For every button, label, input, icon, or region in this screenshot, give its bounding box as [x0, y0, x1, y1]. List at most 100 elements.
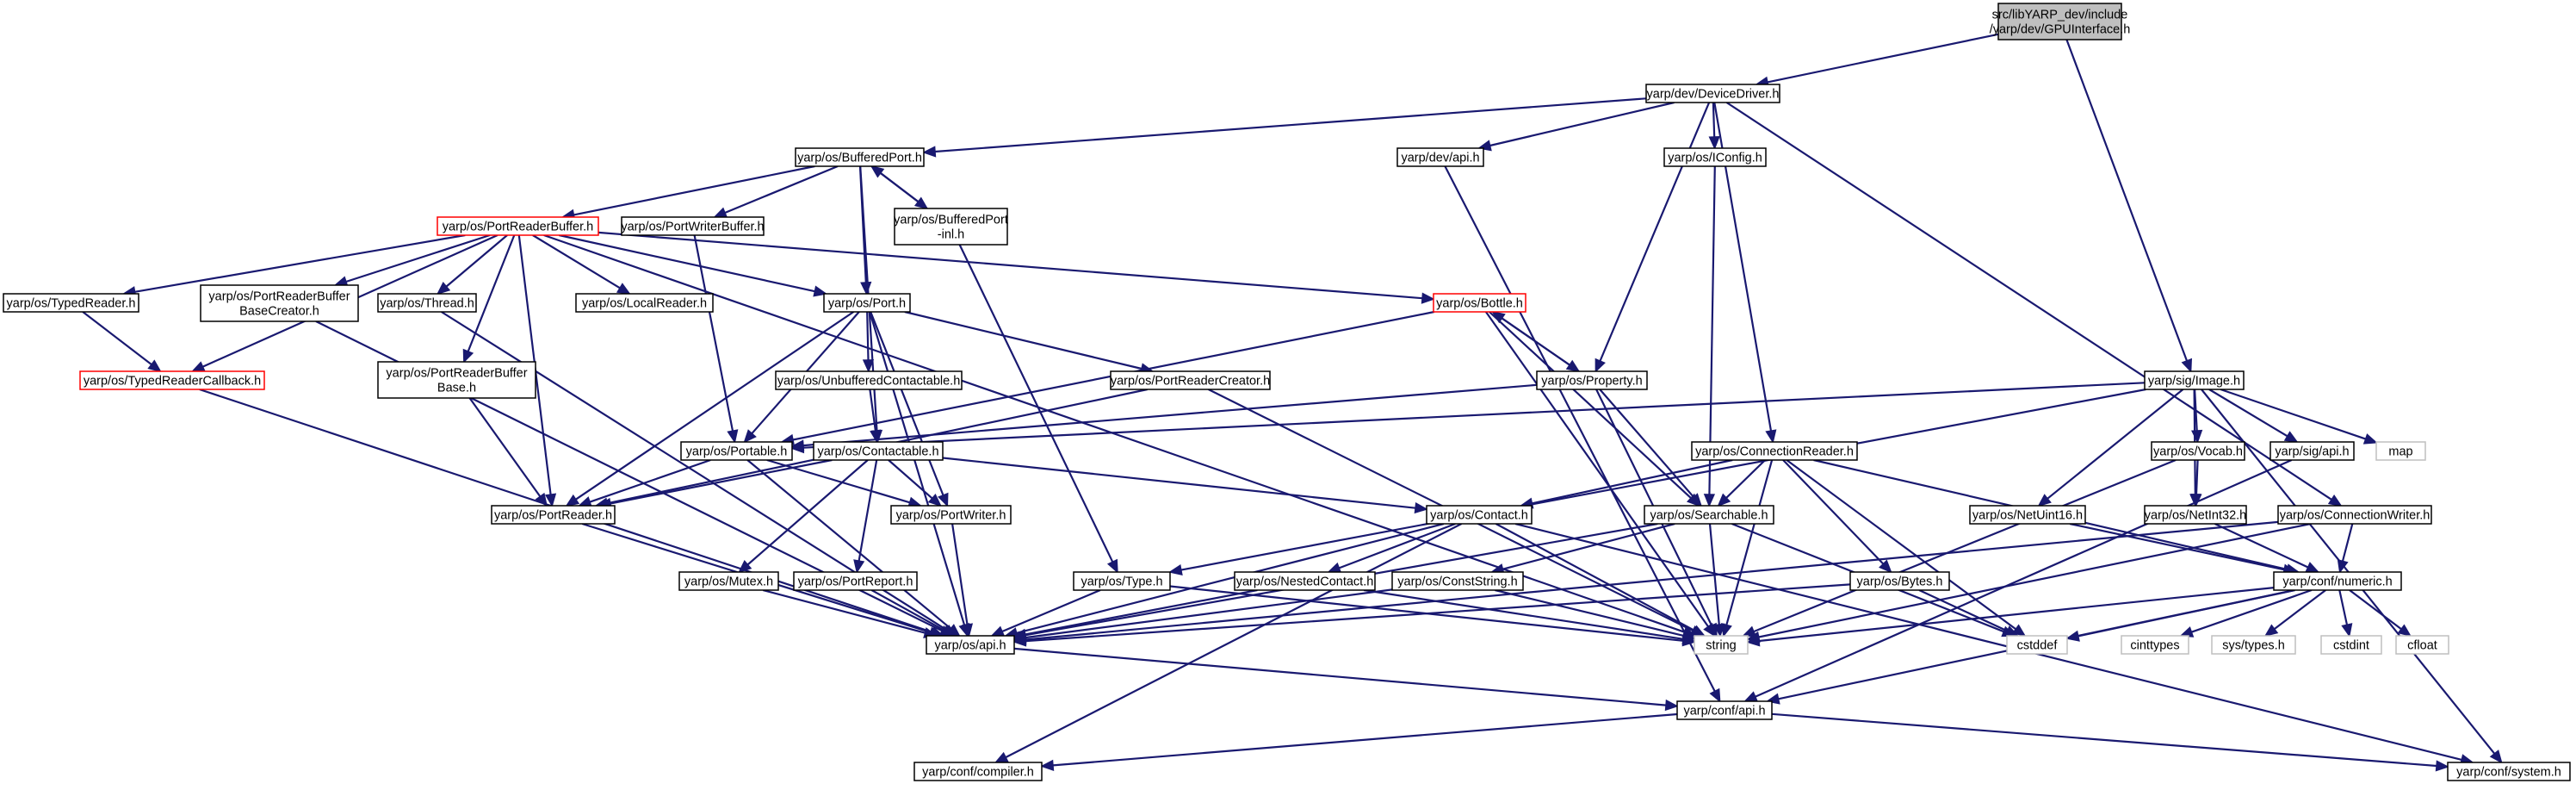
- edge-portreaderbuffer-to-typedreader: [134, 233, 466, 293]
- edge-contactable-to-portreport: [858, 459, 878, 562]
- node-searchable[interactable]: yarp/os/Searchable.h: [1644, 505, 1774, 525]
- arrowhead-devicedriver-to-iconfig: [1708, 136, 1720, 150]
- node-label-image-0: yarp/sig/Image.h: [2148, 375, 2240, 389]
- node-conststring[interactable]: yarp/os/ConstString.h: [1391, 571, 1524, 591]
- node-unbuffered[interactable]: yarp/os/UnbufferedContactable.h: [775, 370, 963, 390]
- edge-contact-to-nestedcontact: [1338, 522, 1456, 569]
- edge-contact-to-compiler: [1005, 523, 1463, 759]
- node-bottle[interactable]: yarp/os/Bottle.h: [1433, 293, 1526, 313]
- arrowhead-portreaderbuffer-to-port: [813, 285, 828, 297]
- node-label-portreadercreator-0: yarp/os/PortReaderCreator.h: [1111, 375, 1270, 389]
- edge-conststring-to-string: [1495, 588, 1684, 637]
- node-box-unbuffered: [775, 370, 963, 390]
- node-label-system-0: yarp/conf/system.h: [2456, 766, 2561, 780]
- arrowhead-numeric-to-cfloat: [2397, 624, 2412, 638]
- node-label-nestedcontact-0: yarp/os/NestedContact.h: [1236, 575, 1374, 589]
- node-contact[interactable]: yarp/os/Contact.h: [1426, 505, 1533, 525]
- edge-property-to-bottle: [1501, 317, 1580, 372]
- node-box-typedreader: [3, 293, 139, 313]
- edge-devicedriver-to-devapi: [1489, 101, 1675, 147]
- node-iconfig[interactable]: yarp/os/IConfig.h: [1663, 147, 1767, 167]
- node-label-map-0: map: [2388, 445, 2412, 459]
- node-box-cstddef: [2006, 635, 2068, 655]
- node-portreaderbuffer[interactable]: yarp/os/PortReaderBuffer.h: [437, 216, 599, 236]
- node-portreadercreator[interactable]: yarp/os/PortReaderCreator.h: [1110, 370, 1271, 390]
- arrowhead-iconfig-to-searchable: [1703, 494, 1716, 507]
- node-contactable[interactable]: yarp/os/Contactable.h: [813, 441, 944, 461]
- node-box-sigapi: [2269, 441, 2355, 461]
- node-devapi[interactable]: yarp/dev/api.h: [1396, 147, 1484, 167]
- node-cstdint: cstdint: [2320, 635, 2382, 655]
- edge-vocab-to-string: [1753, 458, 2177, 633]
- node-bufferedportinl[interactable]: yarp/os/BufferedPort-inl.h: [894, 208, 1008, 246]
- node-box-map: [2375, 441, 2426, 461]
- edge-connectionreader-to-bytes: [1782, 459, 1885, 565]
- edge-port-to-portwriter: [870, 311, 944, 496]
- node-nestedcontact[interactable]: yarp/os/NestedContact.h: [1234, 571, 1376, 591]
- node-devicedriver[interactable]: yarp/dev/DeviceDriver.h: [1645, 84, 1780, 103]
- edge-contact-to-system: [1514, 522, 2462, 761]
- node-portwriter[interactable]: yarp/os/PortWriter.h: [890, 505, 1012, 525]
- edge-port-to-portreadercreator: [904, 310, 1142, 370]
- arrowhead-port-to-portable: [743, 429, 757, 444]
- edge-portreaderbuffer-to-port: [559, 233, 815, 293]
- node-property[interactable]: yarp/os/Property.h: [1536, 370, 1648, 390]
- node-netint32[interactable]: yarp/os/NetInt32.h: [2144, 505, 2247, 525]
- node-thread[interactable]: yarp/os/Thread.h: [377, 293, 477, 313]
- node-typedreader[interactable]: yarp/os/TypedReader.h: [3, 293, 139, 313]
- node-portreport[interactable]: yarp/os/PortReport.h: [793, 571, 918, 591]
- edge-portreport-to-osapi: [870, 589, 945, 631]
- node-label-bufferedportinl-1: -inl.h: [938, 228, 964, 242]
- node-box-vocab: [2151, 441, 2245, 461]
- arrowhead-devicedriver-to-connectionreader: [1765, 429, 1777, 444]
- node-connectionwriter[interactable]: yarp/os/ConnectionWriter.h: [2277, 505, 2432, 525]
- node-portreader[interactable]: yarp/os/PortReader.h: [491, 505, 616, 525]
- node-osapi[interactable]: yarp/os/api.h: [926, 635, 1015, 655]
- node-system[interactable]: yarp/conf/system.h: [2447, 762, 2571, 781]
- edge-connectionwriter-to-numeric: [2341, 523, 2354, 562]
- node-localreader[interactable]: yarp/os/LocalReader.h: [575, 293, 714, 313]
- node-numeric[interactable]: yarp/conf/numeric.h: [2273, 571, 2402, 591]
- node-connectionreader[interactable]: yarp/os/ConnectionReader.h: [1691, 441, 1858, 461]
- node-portable[interactable]: yarp/os/Portable.h: [680, 441, 793, 461]
- edge-netuint16-to-numeric: [2069, 522, 2285, 571]
- node-box-connectionreader: [1691, 441, 1858, 461]
- node-label-devapi-0: yarp/dev/api.h: [1401, 152, 1479, 165]
- edge-portable-to-osapi: [746, 459, 952, 630]
- node-netuint16[interactable]: yarp/os/NetUint16.h: [1969, 505, 2086, 525]
- node-root[interactable]: src/libYARP_dev/include/yarp/dev/GPUInte…: [1990, 3, 2131, 40]
- edge-type-to-osapi: [1001, 588, 1101, 633]
- node-cstddef: cstddef: [2006, 635, 2068, 655]
- edge-devicedriver-to-property: [1599, 102, 1711, 362]
- node-label-cinttypes-0: cinttypes: [2130, 639, 2179, 653]
- node-label-confapi-0: yarp/conf/api.h: [1683, 705, 1765, 718]
- arrowhead-property-to-bottle: [1491, 310, 1506, 324]
- node-box-devicedriver: [1645, 84, 1780, 103]
- edge-portwriter-to-osapi: [951, 523, 969, 625]
- node-label-bottle-0: yarp/os/Bottle.h: [1436, 297, 1523, 311]
- edge-bufferedportinl-to-bufferedport: [880, 172, 928, 209]
- node-label-mutex-0: yarp/os/Mutex.h: [684, 575, 773, 589]
- node-cfloat: cfloat: [2395, 635, 2449, 655]
- node-box-bufferedportinl: [894, 208, 1008, 246]
- edge-contactable-to-contact: [942, 457, 1416, 509]
- edge-sigapi-to-confapi: [1755, 458, 2293, 698]
- node-bytes[interactable]: yarp/os/Bytes.h: [1849, 571, 1950, 591]
- node-typedreadercallback[interactable]: yarp/os/TypedReaderCallback.h: [79, 370, 265, 390]
- node-type[interactable]: yarp/os/Type.h: [1073, 571, 1171, 591]
- edge-bottle-to-string: [1485, 311, 1709, 628]
- node-label-connectionreader-0: yarp/os/ConnectionReader.h: [1695, 445, 1854, 459]
- node-compiler[interactable]: yarp/conf/compiler.h: [913, 762, 1043, 781]
- node-portwriterbuffer[interactable]: yarp/os/PortWriterBuffer.h: [621, 216, 765, 236]
- node-vocab[interactable]: yarp/os/Vocab.h: [2151, 441, 2245, 461]
- node-bufferedport[interactable]: yarp/os/BufferedPort.h: [795, 147, 925, 167]
- node-confapi[interactable]: yarp/conf/api.h: [1676, 700, 1773, 720]
- node-sigapi[interactable]: yarp/sig/api.h: [2269, 441, 2355, 461]
- node-mutex[interactable]: yarp/os/Mutex.h: [678, 571, 779, 591]
- node-image[interactable]: yarp/sig/Image.h: [2144, 370, 2245, 390]
- node-label-portreport-0: yarp/os/PortReport.h: [798, 575, 913, 589]
- node-port[interactable]: yarp/os/Port.h: [823, 293, 911, 313]
